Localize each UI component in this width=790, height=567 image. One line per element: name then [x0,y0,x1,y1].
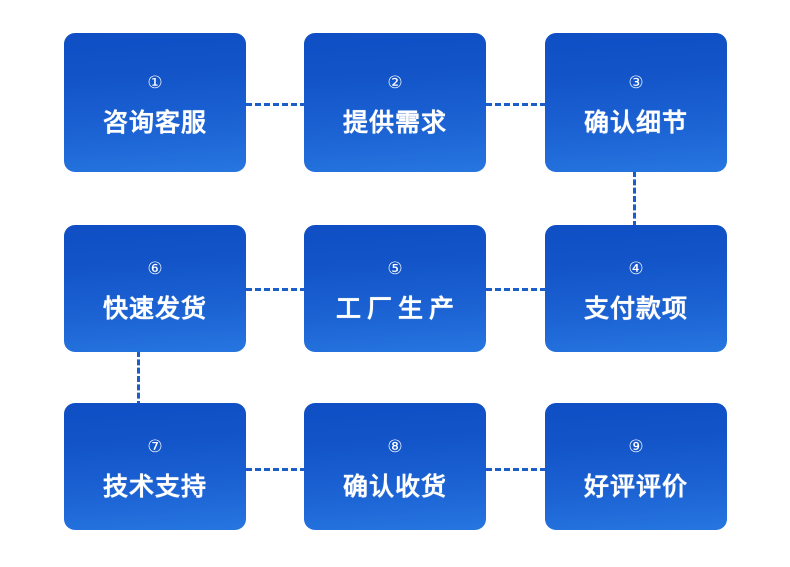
step-number-icon-4: ④ [628,259,644,279]
step-card-2[interactable]: ② 提供需求 [304,33,486,172]
connector-5-to-6 [246,288,306,291]
step-number-icon-6: ⑥ [147,259,163,279]
connector-7-to-8 [246,468,306,471]
step-card-5[interactable]: ⑤ 工厂生产 [304,225,486,352]
step-label-5: 工厂生产 [335,295,460,323]
step-number-icon-2: ② [387,73,403,93]
connector-6-to-7 [137,351,140,407]
step-label-1: 咨询客服 [102,109,207,137]
step-label-2: 提供需求 [342,109,447,137]
connector-4-to-5 [486,288,546,291]
connector-3-to-4 [633,171,636,227]
step-label-6: 快速发货 [102,295,207,323]
step-card-6[interactable]: ⑥ 快速发货 [64,225,246,352]
connector-8-to-9 [486,468,546,471]
step-label-7: 技术支持 [102,473,207,501]
step-label-9: 好评评价 [583,473,688,501]
step-card-1[interactable]: ① 咨询客服 [64,33,246,172]
step-number-icon-3: ③ [628,73,644,93]
step-label-3: 确认细节 [583,109,688,137]
connector-2-to-3 [486,103,546,106]
step-card-9[interactable]: ⑨ 好评评价 [545,403,727,530]
step-number-icon-1: ① [147,73,163,93]
step-card-3[interactable]: ③ 确认细节 [545,33,727,172]
step-label-4: 支付款项 [583,295,688,323]
step-number-icon-7: ⑦ [147,437,163,457]
connector-1-to-2 [246,103,306,106]
step-label-8: 确认收货 [342,473,447,501]
step-card-7[interactable]: ⑦ 技术支持 [64,403,246,530]
step-number-icon-9: ⑨ [628,437,644,457]
step-card-4[interactable]: ④ 支付款项 [545,225,727,352]
step-number-icon-5: ⑤ [387,259,403,279]
step-number-icon-8: ⑧ [387,437,403,457]
step-card-8[interactable]: ⑧ 确认收货 [304,403,486,530]
